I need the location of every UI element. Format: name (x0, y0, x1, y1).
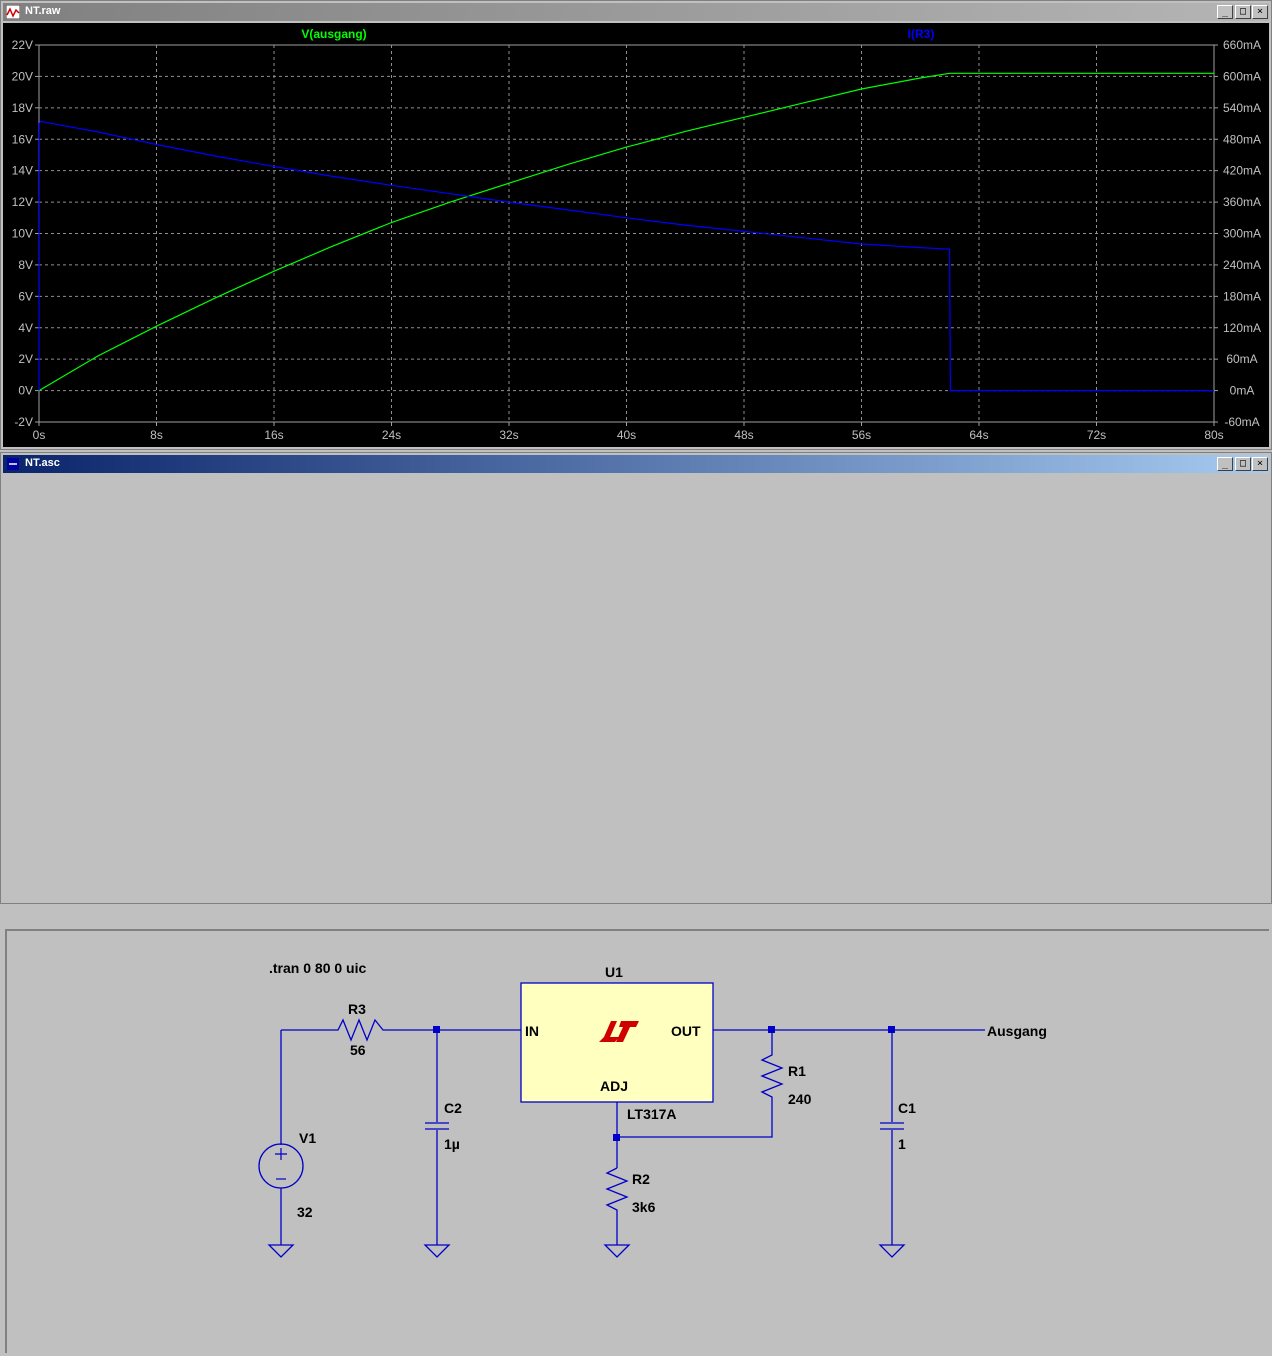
close-button[interactable]: × (1252, 457, 1268, 471)
v1-name: V1 (299, 1130, 316, 1146)
schematic-window-titlebar[interactable]: NT.asc _ □ × (3, 455, 1269, 473)
x-tick-label: 40s (617, 428, 636, 442)
maximize-button[interactable]: □ (1235, 457, 1251, 471)
y-right-tick-label: 600mA (1223, 69, 1261, 83)
u1-part[interactable]: LT317A (627, 1106, 677, 1122)
y-right-tick-label: 120mA (1223, 321, 1261, 335)
u1-name: U1 (605, 964, 623, 980)
y-left-tick-label: 20V (12, 69, 33, 83)
schematic-window-title: NT.asc (25, 457, 60, 469)
plot-window: NT.raw _ □ × 0s 8s 16s 24s 32s 40s 48s 56s 64s 72… (0, 0, 1272, 450)
y-right-tick-label: 540mA (1223, 101, 1261, 115)
y-right-tick-label: 240mA (1223, 258, 1261, 272)
ground-symbol[interactable] (878, 1244, 906, 1258)
y-left-tick-label: 12V (12, 195, 33, 209)
x-tick-label: 32s (499, 428, 518, 442)
close-button[interactable]: × (1252, 5, 1268, 19)
x-tick-label: 64s (969, 428, 988, 442)
r3-name: R3 (348, 1001, 366, 1017)
y-right-tick-label: 0mA (1230, 384, 1255, 398)
plot-window-titlebar[interactable]: NT.raw _ □ × (3, 3, 1269, 21)
resistor-r2-symbol[interactable] (605, 1167, 629, 1245)
y-right-tick-label: 660mA (1223, 38, 1261, 52)
plus-sign (275, 1148, 287, 1160)
x-tick-label: 0s (33, 428, 46, 442)
junction-dot (888, 1026, 895, 1033)
c2-name: C2 (444, 1100, 462, 1116)
r2-name: R2 (632, 1171, 650, 1187)
y-right-tick-label: 300mA (1223, 227, 1261, 241)
waveform-chart[interactable]: 0s 8s 16s 24s 32s 40s 48s 56s 64s 72s 80s -2V -60mA 0… (3, 23, 1269, 447)
y-left-tick-label: 18V (12, 101, 33, 115)
maximize-button[interactable]: □ (1235, 5, 1251, 19)
y-right-tick-label: 360mA (1223, 195, 1261, 209)
x-tick-label: 48s (734, 428, 753, 442)
y-left-tick-label: 16V (12, 132, 33, 146)
junction-dot (613, 1134, 620, 1141)
trace-v-ausgang[interactable] (38, 72, 1214, 392)
r1-value[interactable]: 240 (788, 1091, 812, 1107)
capacitor-c1-symbol[interactable] (880, 1122, 904, 1130)
y-left-tick-label: 14V (12, 164, 33, 178)
schematic-icon (7, 458, 19, 470)
legend-v-ausgang[interactable]: V(ausgang) (301, 27, 366, 41)
y-right-tick-label: -60mA (1224, 415, 1259, 429)
y-left-tick-label: -2V (14, 415, 33, 429)
y-left-tick-label: 2V (18, 352, 33, 366)
y-left-tick-label: 4V (18, 321, 33, 335)
x-tick-label: 56s (852, 428, 871, 442)
x-tick-label: 80s (1204, 428, 1223, 442)
trace-i-r3[interactable] (38, 120, 1214, 392)
y-right-tick-label: 60mA (1226, 352, 1257, 366)
waveform-icon (6, 5, 20, 19)
c1-name: C1 (898, 1100, 916, 1116)
schematic-canvas[interactable]: .tran 0 80 0 uic R3 56 C2 1µ V1 32 U1 IN… (5, 929, 1269, 1353)
r3-value[interactable]: 56 (350, 1042, 366, 1058)
y-left-tick-label: 6V (18, 289, 33, 303)
y-right-tick-label: 480mA (1223, 132, 1261, 146)
minimize-button[interactable]: _ (1217, 457, 1233, 471)
y-left-tick-label: 22V (12, 38, 33, 52)
ground-symbol[interactable] (267, 1244, 295, 1258)
plot-window-title: NT.raw (25, 5, 61, 17)
y-right-tick-label: 180mA (1223, 289, 1261, 303)
y-left-tick-label: 8V (18, 258, 33, 272)
sim-directive[interactable]: .tran 0 80 0 uic (269, 960, 366, 976)
u1-pin-in: IN (525, 1023, 539, 1039)
net-label-ausgang[interactable]: Ausgang (987, 1023, 1047, 1039)
resistor-r3-symbol[interactable] (323, 1018, 437, 1042)
c2-value[interactable]: 1µ (444, 1136, 460, 1152)
junction-dot (433, 1026, 440, 1033)
c1-value[interactable]: 1 (898, 1136, 906, 1152)
schematic-window: NT.asc _ □ × (0, 452, 1272, 1353)
r2-value[interactable]: 3k6 (632, 1199, 656, 1215)
u1-pin-out: OUT (671, 1023, 701, 1039)
schematic-drawing[interactable]: .tran 0 80 0 uic R3 56 C2 1µ V1 32 U1 IN… (7, 931, 1267, 1351)
y-right-tick-label: 420mA (1223, 164, 1261, 178)
waveform-plot-pane[interactable]: 0s 8s 16s 24s 32s 40s 48s 56s 64s 72s 80s -2V -60mA 0… (3, 23, 1269, 447)
legend-i-r3[interactable]: I(R3) (908, 27, 935, 41)
y-left-tick-label: 10V (12, 227, 33, 241)
junction-dot (768, 1026, 775, 1033)
r1-name: R1 (788, 1063, 806, 1079)
x-tick-label: 24s (382, 428, 401, 442)
u1-pin-adj: ADJ (600, 1078, 628, 1094)
capacitor-c2-symbol[interactable] (425, 1122, 449, 1130)
x-tick-label: 16s (264, 428, 283, 442)
v1-value[interactable]: 32 (297, 1204, 313, 1220)
x-tick-label: 8s (150, 428, 163, 442)
minimize-button[interactable]: _ (1217, 5, 1233, 19)
x-tick-label: 72s (1087, 428, 1106, 442)
y-left-tick-label: 0V (18, 384, 33, 398)
ground-symbol[interactable] (603, 1244, 631, 1258)
ground-symbol[interactable] (423, 1244, 451, 1258)
